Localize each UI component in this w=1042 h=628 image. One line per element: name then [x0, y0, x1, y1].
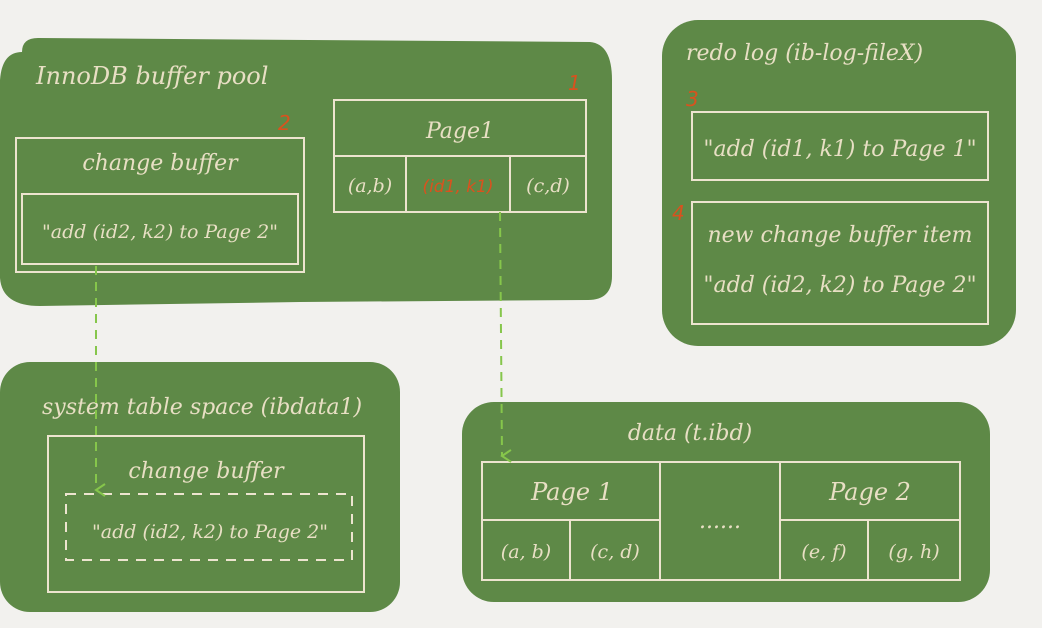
pool-page1-cell-cd: (c,d)	[526, 175, 570, 197]
redo-log-bg	[662, 20, 1016, 346]
system-tablespace-title: system table space (ibdata1)	[42, 395, 362, 420]
pool-change-buffer-entry-box	[21, 193, 299, 265]
data-page2-cell-gh: (g, h)	[888, 541, 939, 563]
system-tablespace-panel: system table space (ibdata1) change buff…	[0, 362, 400, 612]
pool-page1: 1 Page1 (a,b) (id1, k1) (c,d)	[333, 71, 587, 213]
pool-page1-cell-ab: (a,b)	[348, 175, 392, 197]
redo-log-panel: redo log (ib-log-fileX) 3 "add (id1, k1)…	[662, 20, 1016, 346]
data-gap-ellipsis: ......	[699, 509, 741, 534]
data-page1-title: Page 1	[530, 478, 613, 506]
data-page1-cell-cd: (c, d)	[590, 541, 640, 563]
data-file-bg	[462, 402, 990, 602]
redo-entry-2-box	[691, 201, 989, 325]
pool-change-buffer-title: change buffer	[82, 151, 239, 176]
ibdata-change-buffer-title: change buffer	[128, 459, 285, 484]
redo-log-title: redo log (ib-log-fileX)	[686, 41, 923, 66]
ibdata-change-buffer-entry: "add (id2, k2) to Page 2"	[92, 521, 328, 543]
data-page2-title: Page 2	[828, 478, 911, 506]
redo-entry-2-line2: "add (id2, k2) to Page 2"	[703, 273, 976, 298]
redo-entry-1-text: "add (id1, k1) to Page 1"	[703, 137, 976, 162]
data-page1-cell-ab: (a, b)	[501, 541, 551, 563]
pool-change-buffer-entry: "add (id2, k2) to Page 2"	[42, 221, 278, 243]
buffer-pool-panel: InnoDB buffer pool 2 change buffer "add …	[0, 38, 612, 306]
step-marker-2: 2	[278, 111, 291, 135]
redo-entry-2-line1: new change buffer item	[707, 223, 972, 248]
ibdata-change-buffer-box	[47, 435, 365, 593]
data-file-title: data (t.ibd)	[628, 421, 752, 446]
pool-page1-cell-id1k1: (id1, k1)	[422, 177, 493, 197]
pool-change-buffer-box	[15, 137, 305, 273]
pool-page1-title: Page1	[425, 119, 494, 144]
data-file-panel: data (t.ibd) Page 1 (a, b) (c, d) ......…	[462, 402, 990, 602]
step-marker-3: 3	[686, 87, 699, 111]
system-tablespace-bg	[0, 362, 400, 612]
buffer-pool-bg	[0, 38, 612, 306]
step-marker-4: 4	[672, 201, 685, 225]
step-marker-1: 1	[568, 71, 581, 95]
buffer-pool-title: InnoDB buffer pool	[35, 62, 268, 90]
pool-change-buffer: 2 change buffer "add (id2, k2) to Page 2…	[15, 111, 305, 273]
redo-entry-1-box	[691, 111, 989, 181]
data-page2-cell-ef: (e, f)	[801, 541, 846, 563]
page1-flush-arrow	[499, 211, 512, 463]
ibdata-change-buffer-entry-box	[65, 493, 353, 561]
